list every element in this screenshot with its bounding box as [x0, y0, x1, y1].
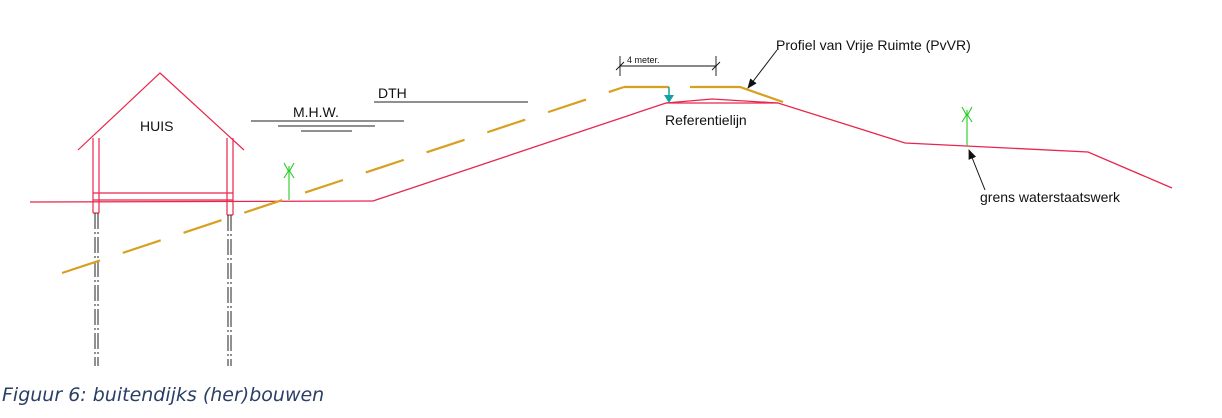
mhw-marker [251, 120, 404, 132]
foundation-piles [94, 213, 232, 366]
boundary-marker-left [283, 162, 295, 200]
grens-leader [968, 149, 986, 191]
pvvr-crown-right [690, 85, 784, 104]
house-label: HUIS [140, 118, 173, 134]
four-meter-dimension [615, 56, 721, 76]
four-meter-label: 4 meter. [627, 55, 660, 65]
mhw-label: M.H.W. [293, 104, 339, 120]
referentielijn-arrow [664, 87, 674, 103]
figure-caption: Figuur 6: buitendijks (her)bouwen [2, 384, 325, 406]
pvvr-dashed-line [61, 85, 625, 275]
grens-label: grens waterstaatswerk [980, 189, 1121, 205]
pvvr-leader [747, 49, 778, 89]
cross-section-diagram: HUIS M.H.W. DTH 4 meter. Referentielijn … [29, 37, 1173, 366]
dike-profile [372, 98, 1173, 202]
referentielijn-label: Referentielijn [665, 112, 747, 128]
dth-label: DTH [378, 85, 407, 101]
ground-line-left [29, 200, 374, 203]
house-roof [77, 72, 245, 151]
house [77, 72, 245, 216]
boundary-marker-right [961, 106, 973, 146]
pvvr-label: Profiel van Vrije Ruimte (PvVR) [776, 37, 971, 53]
